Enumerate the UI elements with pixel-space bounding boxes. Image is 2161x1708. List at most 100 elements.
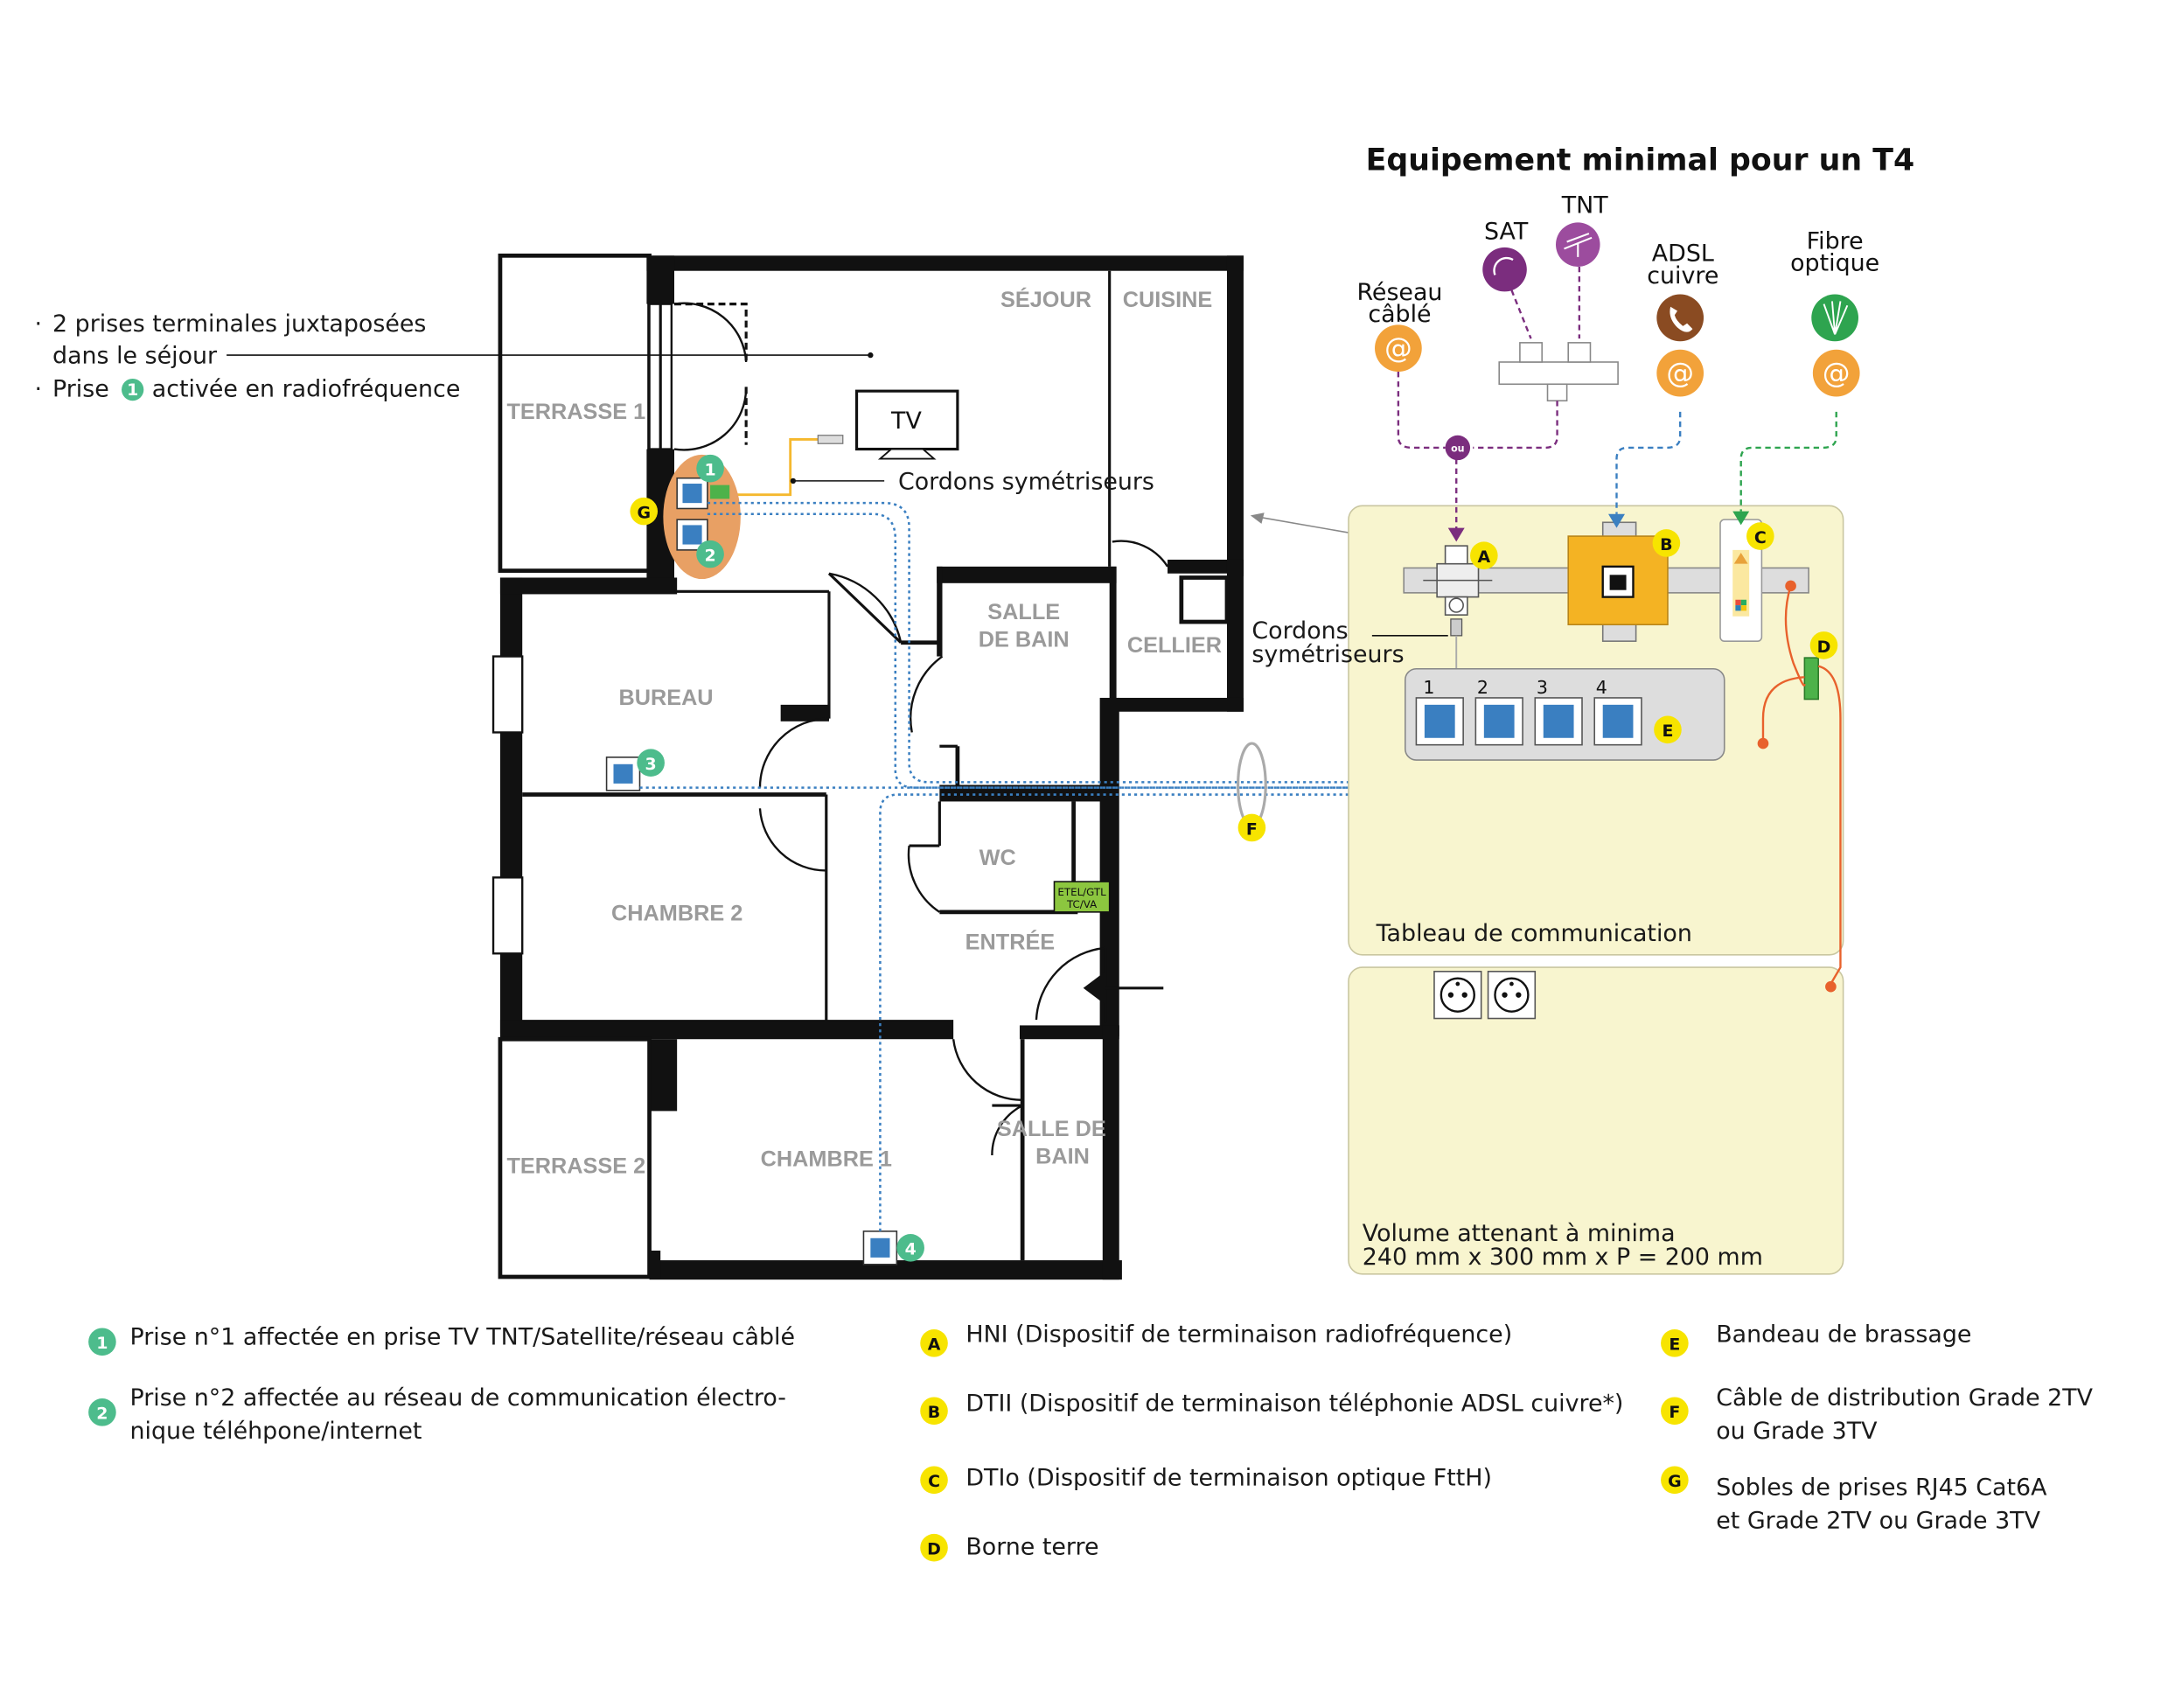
wall-sdb1-top (937, 566, 1117, 583)
outlet-badge-1 (696, 454, 724, 483)
note-line-2: dans le séjour (52, 343, 218, 370)
legend-badge-2-text: 2 (96, 1405, 108, 1424)
legend-badge-a-text: A (928, 1335, 941, 1355)
legend-f-line-2: ou Grade 3TV (1716, 1418, 1878, 1445)
note-leader-dot (868, 352, 874, 359)
volume-attenant (1348, 966, 1844, 1275)
wall-top (646, 255, 1244, 271)
earth-dot-3 (1825, 980, 1837, 993)
room-terrasse1: TERRASSE 1 (507, 400, 646, 424)
etel-gtl-box (1053, 881, 1111, 913)
wall-terrasse2-stub (649, 1039, 678, 1112)
legend-g-line-1: Sobles de prises RJ45 Cat6A (1716, 1474, 2047, 1502)
wall-sdb1-left (937, 566, 943, 657)
wall-chambre1-top (499, 1020, 954, 1040)
legend-badge-f-text: F (1669, 1403, 1680, 1422)
room-sdb1-line2: DE BAIN (979, 627, 1070, 652)
etel-label-2: TC/VA (1066, 898, 1097, 910)
power-socket-2[interactable] (1487, 971, 1537, 1020)
satellite-dish-icon (1482, 247, 1527, 292)
volume-label-1: Volume attenant à minima (1363, 1220, 1676, 1247)
wall-cellier-bottom (1116, 697, 1244, 712)
tv-stand (877, 448, 937, 460)
legend-badge-b-text: B (928, 1403, 940, 1422)
cellier-door (1112, 540, 1169, 568)
entrance-door (1035, 946, 1106, 1021)
room-sdb1-line1: SALLE (987, 600, 1060, 624)
diagram-title: Equipement minimal pour un T4 (1366, 143, 1915, 178)
note-bullet-2: · (34, 375, 42, 402)
volume-label-2: 240 mm x 300 mm x P = 200 mm (1363, 1244, 1763, 1271)
source-reseau-l2: câblé (1368, 301, 1431, 328)
badge-f (1237, 813, 1266, 842)
window-chambre2 (491, 876, 524, 955)
hni-device[interactable] (1423, 545, 1493, 637)
badge-f-text: F (1246, 819, 1258, 839)
distribution-cables (639, 501, 1615, 1231)
patch-port-2[interactable] (1474, 697, 1523, 746)
source-reseau-l1: Réseau (1356, 279, 1442, 306)
patch-port-3-label: 3 (1537, 677, 1548, 698)
room-bureau: BUREAU (618, 686, 713, 710)
chambre2-door (758, 808, 826, 872)
room-cellier: CELLIER (1127, 633, 1222, 658)
outlet-badge-3 (637, 749, 665, 777)
chambre1-door (952, 1039, 1023, 1101)
room-chambre2: CHAMBRE 2 (611, 901, 742, 925)
socket-1-rf-module (710, 485, 730, 499)
cordons-label-2b: symétriseurs (1251, 641, 1404, 668)
wall-cellier-right (1226, 559, 1244, 712)
patch-port-1-label: 1 (1423, 677, 1434, 698)
ou-badge (1445, 435, 1471, 461)
socket-3[interactable] (605, 756, 641, 791)
wall-bureau-top-left (499, 577, 678, 595)
legend-f-line-1: Câble de distribution Grade 2TV (1716, 1384, 2093, 1412)
door-swing-1 (673, 302, 748, 363)
satellite-dish-glyph (1493, 256, 1514, 275)
note-badge-1 (122, 378, 144, 401)
tv-feed-arrow (1447, 527, 1465, 542)
dtii-device[interactable] (1567, 521, 1669, 642)
legend-badge-1-text: 1 (96, 1334, 108, 1353)
earth-dot-1 (1785, 580, 1796, 592)
room-sdb2-line2: BAIN (1035, 1144, 1090, 1168)
source-tnt: TNT (1561, 192, 1608, 219)
phone-glyph (1670, 306, 1693, 332)
patch-port-3[interactable] (1534, 697, 1583, 746)
room-terrasse2: TERRASSE 2 (507, 1154, 646, 1179)
room-wc: WC (979, 846, 1016, 870)
bureau-door (758, 717, 829, 788)
door-arc-1 (674, 303, 748, 362)
legend-2-line-1: Prise n°2 affectée au réseau de communic… (130, 1384, 786, 1412)
legend-badge-d (920, 1533, 948, 1562)
patch-port-1[interactable] (1415, 697, 1464, 746)
outlet-badge-1-text: 1 (704, 461, 715, 480)
tv-label: TV (890, 408, 922, 435)
wall-sdb2-top (1019, 1025, 1119, 1040)
earth-dot-2 (1757, 737, 1769, 749)
legend-badge-c-text: C (928, 1472, 940, 1491)
fibre-arrow (1732, 511, 1750, 526)
outlet-badge-4 (896, 1234, 924, 1262)
wall-cellier-top (1168, 559, 1244, 574)
adsl-at: @ (1666, 359, 1694, 390)
legend-badge-e-text: E (1669, 1335, 1680, 1355)
cellier-duct (1179, 575, 1230, 624)
tableau-label: Tableau de communication (1376, 920, 1692, 947)
power-socket-1[interactable] (1433, 971, 1482, 1020)
socket-4[interactable] (862, 1230, 898, 1265)
badge-a (1470, 541, 1498, 569)
tnt-antenna-glyph (1564, 233, 1593, 257)
badge-d (1809, 631, 1838, 659)
tv-screen (854, 389, 959, 451)
socket-1[interactable] (676, 477, 708, 510)
patch-port-4[interactable] (1593, 697, 1642, 746)
sdb1-door-swing (828, 572, 903, 644)
fibre-at: @ (1823, 359, 1851, 390)
phone-icon (1656, 294, 1704, 342)
borne-terre[interactable] (1803, 657, 1819, 701)
badge-e (1654, 715, 1682, 744)
legend-b-text: DTII (Dispositif de terminaison téléphon… (965, 1390, 1623, 1417)
tv-feed-links (1397, 372, 1558, 530)
